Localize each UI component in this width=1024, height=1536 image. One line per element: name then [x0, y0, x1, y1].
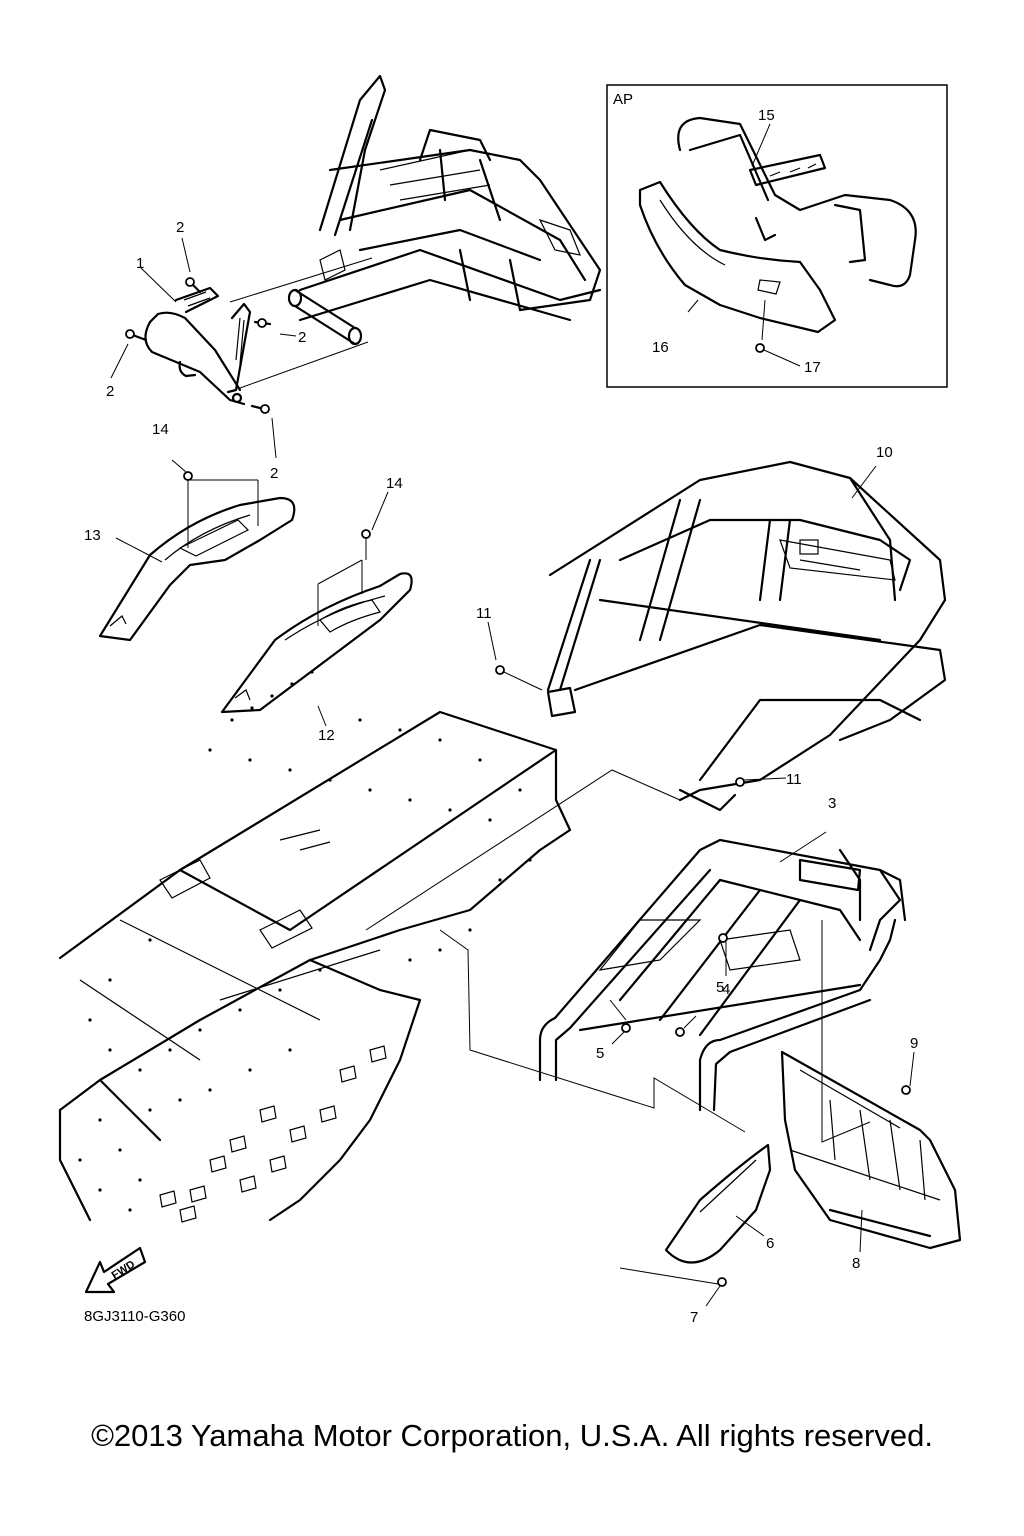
callout-4: 4 [722, 981, 730, 998]
callout-2: 2 [106, 383, 114, 400]
callout-9: 9 [910, 1035, 918, 1052]
callout-17: 17 [804, 359, 821, 376]
callout-6: 6 [766, 1235, 774, 1252]
callout-8: 8 [852, 1255, 860, 1272]
callout-3: 3 [828, 795, 836, 812]
rivet-dots [78, 670, 532, 1212]
callout-16: 16 [652, 339, 669, 356]
rear-frame-part-10 [546, 460, 947, 812]
deflector-part-6 [664, 1143, 772, 1264]
front-bumper-part-1 [144, 286, 252, 406]
inset-label: AP [613, 91, 633, 108]
callout-2: 2 [298, 329, 306, 346]
callout-7: 7 [690, 1309, 698, 1326]
side-cover-part-12 [220, 572, 413, 714]
callout-10: 10 [876, 444, 893, 461]
fwd-label: FWD [110, 1258, 138, 1281]
callout-2: 2 [270, 465, 278, 482]
fwd-arrow-icon: FWD [84, 1246, 147, 1294]
callout-15: 15 [758, 107, 775, 124]
snow-flap-part-8 [780, 1050, 962, 1250]
callout-2: 2 [176, 219, 184, 236]
callout-13: 13 [84, 527, 101, 544]
bolt-part-2-group [125, 277, 272, 414]
callout-12: 12 [318, 727, 335, 744]
callout-14: 14 [386, 475, 403, 492]
chassis-frame [287, 74, 602, 346]
callout-1: 1 [136, 255, 144, 272]
callout-5: 5 [596, 1045, 604, 1062]
reference-code: 8GJ3110-G360 [84, 1308, 186, 1325]
side-cover-part-13 [98, 496, 296, 642]
copyright-notice: ©2013 Yamaha Motor Corporation, U.S.A. A… [91, 1418, 933, 1453]
callout-14: 14 [152, 421, 169, 438]
callout-5: 5 [716, 979, 724, 996]
rear-rack-part-3 [538, 838, 907, 1112]
tunnel-body [58, 710, 746, 1222]
tunnel-vents [159, 1045, 387, 1223]
inset-ap [606, 84, 948, 388]
callout-11: 11 [476, 605, 492, 622]
callout-11: 11 [786, 771, 802, 788]
